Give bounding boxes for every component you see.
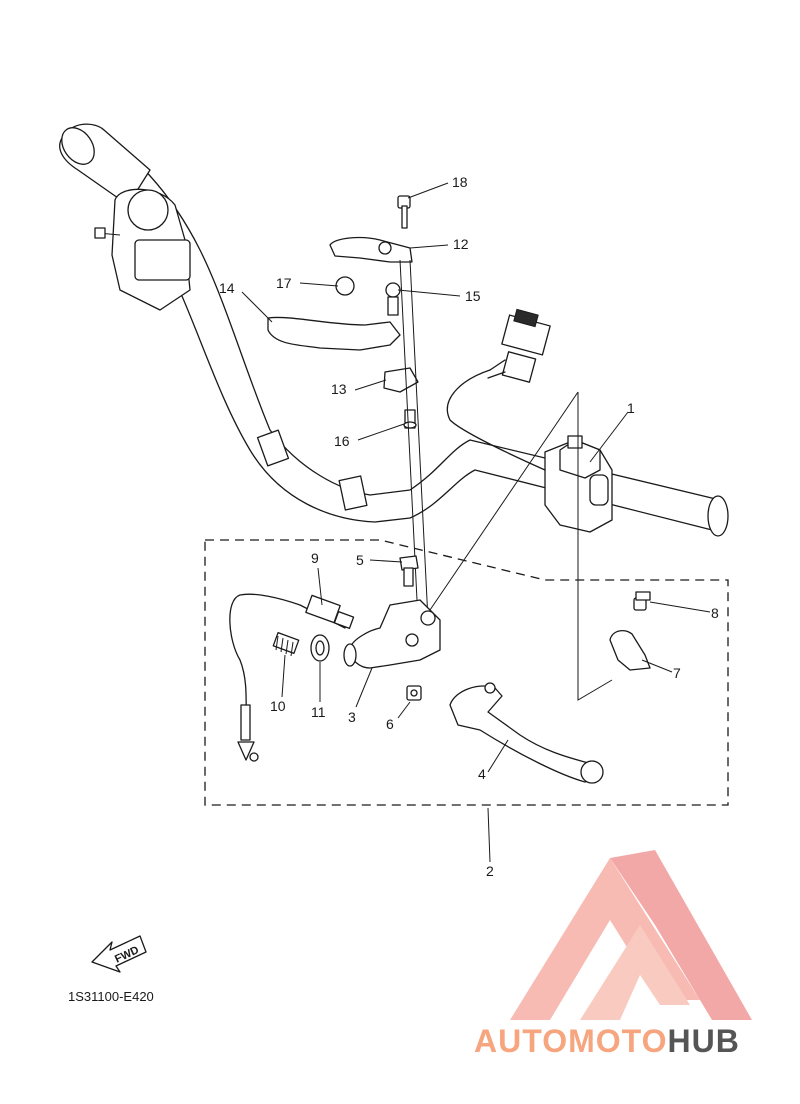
callout-4: 4 xyxy=(478,766,486,782)
clutch-lever xyxy=(449,682,604,784)
callout-numbers: 18 12 17 15 14 13 16 1 9 5 8 7 10 11 3 6… xyxy=(219,174,719,879)
fwd-arrow: FWD xyxy=(91,935,147,973)
clutch-lever-subassembly-box xyxy=(204,539,729,806)
callout-12: 12 xyxy=(453,236,469,252)
callout-10: 10 xyxy=(270,698,286,714)
throttle-housing xyxy=(94,188,191,311)
right-grip xyxy=(707,495,729,537)
switch-connector xyxy=(446,308,551,471)
switch-cable xyxy=(229,593,355,762)
callout-17: 17 xyxy=(276,275,292,291)
lever-holder xyxy=(343,599,441,669)
callout-18: 18 xyxy=(452,174,468,190)
holder-clamp xyxy=(609,591,651,671)
diagram-code: 1S31100-E420 xyxy=(68,989,154,1004)
callout-3: 3 xyxy=(348,709,356,725)
callout-14: 14 xyxy=(219,280,235,296)
bolt-5 xyxy=(399,555,419,587)
callout-6: 6 xyxy=(386,716,394,732)
nut-6 xyxy=(406,685,422,701)
cable-adjuster xyxy=(272,632,330,662)
watermark-brand: AUTOMOTOHUB xyxy=(474,1023,740,1059)
leader-lines xyxy=(241,182,711,863)
callout-13: 13 xyxy=(331,381,347,397)
callout-9: 9 xyxy=(311,550,319,566)
callout-2: 2 xyxy=(486,863,494,879)
hot-start-lever xyxy=(267,195,429,621)
left-grip xyxy=(59,123,151,206)
callout-16: 16 xyxy=(334,433,350,449)
callout-1: 1 xyxy=(627,400,635,416)
watermark-logo xyxy=(510,850,752,1020)
adjuster-knurl xyxy=(275,635,294,657)
callout-5: 5 xyxy=(356,552,364,568)
callout-8: 8 xyxy=(711,605,719,621)
brand-part2: HUB xyxy=(667,1023,739,1059)
callout-11: 11 xyxy=(311,704,326,720)
callout-7: 7 xyxy=(673,665,681,681)
callout-15: 15 xyxy=(465,288,481,304)
brand-part1: AUTOMOTO xyxy=(474,1023,667,1059)
